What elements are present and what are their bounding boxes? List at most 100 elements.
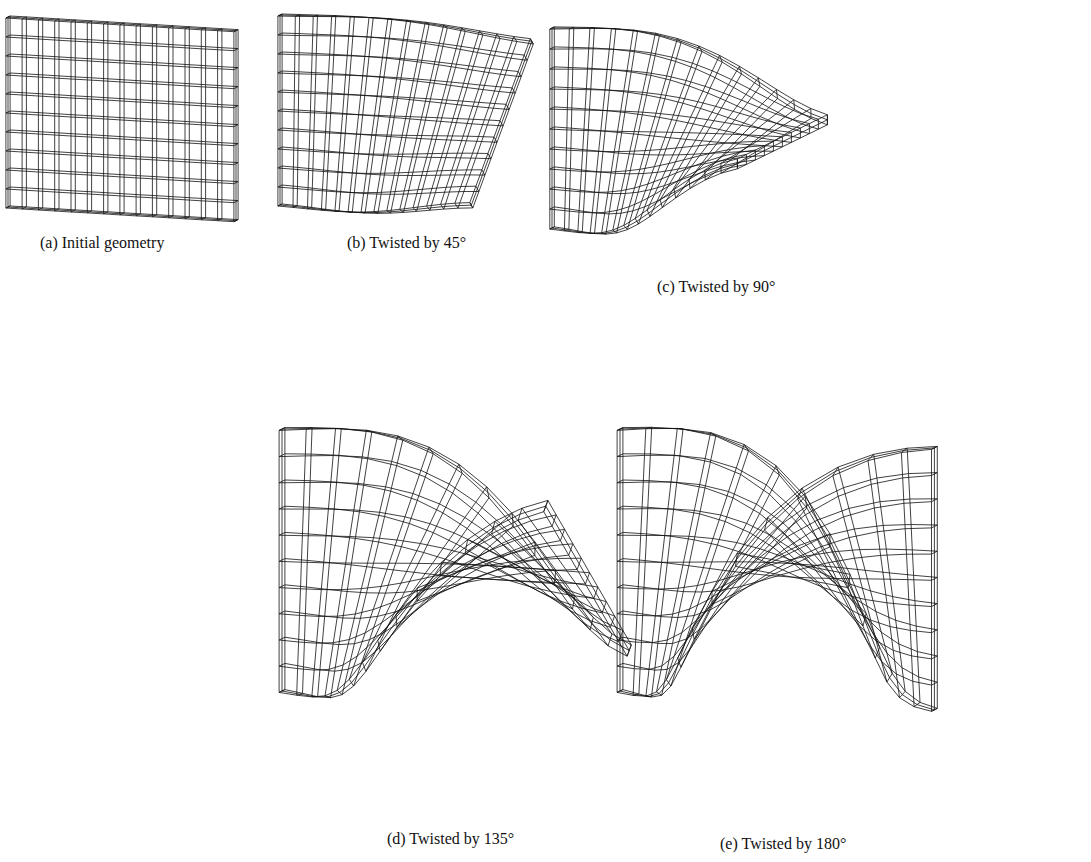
mesh-line: [720, 55, 723, 62]
mesh-line: [407, 20, 411, 22]
mesh-line: [617, 559, 623, 562]
mesh-line: [71, 22, 72, 212]
mesh-line: [550, 187, 555, 189]
mesh-line: [530, 39, 533, 44]
figure-caption: (e) Twisted by 180°: [718, 835, 848, 853]
mesh-line: [848, 574, 850, 587]
mesh-line: [234, 87, 238, 89]
mesh-line: [488, 154, 491, 159]
mesh-line: [278, 185, 282, 187]
mesh-line: [279, 506, 285, 509]
mesh-line: [282, 90, 509, 110]
mesh-line: [8, 17, 236, 31]
mesh-line: [624, 225, 628, 229]
mesh-line: [279, 428, 285, 431]
mesh-line: [6, 73, 10, 75]
mesh-line: [425, 22, 429, 24]
mesh-line: [104, 22, 108, 24]
mesh-line: [610, 616, 614, 627]
mesh-line: [234, 68, 238, 70]
mesh-line: [550, 109, 792, 132]
mesh-line: [234, 144, 238, 146]
mesh-line: [278, 109, 282, 111]
mesh-line: [736, 566, 849, 587]
figure-caption: (d) Twisted by 135°: [385, 830, 516, 848]
mesh-line: [676, 86, 760, 198]
mesh-line: [308, 207, 312, 209]
mesh-line: [140, 24, 141, 214]
mesh-line: [297, 429, 307, 695]
mesh-line: [623, 454, 932, 685]
mesh-line: [550, 89, 801, 128]
mesh-line: [602, 233, 606, 234]
mesh-line: [720, 163, 721, 173]
mesh-line: [279, 482, 614, 616]
mesh-line: [868, 461, 900, 698]
mesh-line: [901, 453, 914, 707]
mesh-line: [473, 44, 534, 208]
mesh-line: [932, 499, 938, 502]
mesh-line: [900, 691, 906, 697]
mesh-line: [71, 210, 75, 212]
mesh-line: [278, 204, 282, 206]
mesh-line: [534, 542, 535, 555]
mesh-line: [297, 693, 303, 695]
mesh-line: [285, 506, 602, 613]
mesh-line: [465, 553, 572, 609]
mesh-line: [573, 596, 575, 609]
mesh-line: [482, 170, 485, 175]
mesh-line: [156, 25, 157, 215]
mesh-line: [552, 164, 737, 234]
mesh-line: [620, 448, 934, 697]
mesh-line: [666, 445, 744, 680]
mesh-line: [639, 427, 652, 694]
mesh-line: [550, 27, 555, 29]
mesh-line: [627, 43, 681, 230]
mesh-line: [342, 440, 403, 694]
mesh-line: [932, 604, 938, 607]
mesh-line: [468, 540, 575, 596]
mesh-line: [6, 111, 10, 113]
mesh-line: [554, 107, 791, 142]
mesh-line: [380, 498, 489, 652]
mesh-line: [8, 207, 236, 221]
mesh-line: [234, 182, 238, 184]
mesh-line: [234, 49, 238, 51]
mesh-line: [773, 141, 774, 151]
mesh-line: [218, 219, 222, 221]
mesh-line: [704, 170, 706, 180]
mesh-line: [518, 520, 608, 646]
mesh-line: [765, 530, 864, 626]
mesh-line: [348, 211, 352, 212]
mesh-line: [646, 427, 652, 428]
mesh-line: [623, 559, 932, 581]
mesh-line: [606, 31, 638, 234]
mesh-line: [524, 55, 527, 60]
mesh-line: [617, 637, 623, 640]
mesh-line: [660, 200, 662, 208]
mesh-line: [650, 62, 722, 216]
mesh-line: [550, 127, 555, 129]
mesh-line: [6, 206, 10, 208]
mesh-line: [279, 480, 285, 483]
mesh-line: [201, 28, 205, 30]
mesh-line: [6, 92, 10, 94]
mesh-line: [554, 164, 746, 214]
mesh-line: [440, 562, 441, 575]
mesh-line: [152, 215, 156, 217]
mesh-line: [6, 149, 10, 151]
mesh-line: [221, 29, 222, 219]
mesh-line: [470, 39, 531, 203]
mesh-line: [413, 208, 417, 212]
mesh-line: [530, 39, 533, 44]
mesh-line: [690, 99, 778, 189]
mesh-line: [564, 229, 569, 231]
mesh-line: [55, 209, 59, 211]
mesh-line: [833, 476, 887, 682]
mesh-line: [681, 475, 780, 667]
mesh-line: [234, 30, 238, 32]
mesh-line: [471, 41, 532, 205]
mesh-line: [378, 640, 380, 651]
mesh-line: [798, 499, 876, 658]
mesh-line: [185, 217, 189, 219]
